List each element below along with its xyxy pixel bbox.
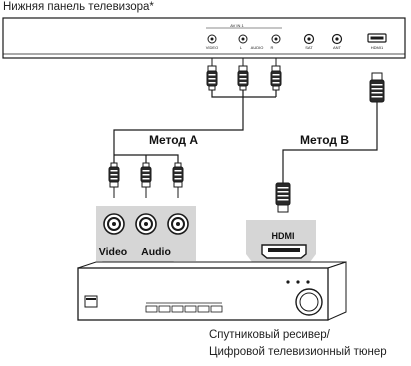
receiver-audio-l-jack[interactable] bbox=[135, 213, 157, 235]
receiver-caption-line1: Спутниковый ресивер/ bbox=[209, 329, 330, 341]
tv-audio-l-jack[interactable]: L bbox=[238, 34, 248, 50]
receiver-hdmi-plug bbox=[275, 182, 291, 213]
tv-audio-r-jack[interactable]: R bbox=[271, 34, 281, 50]
tv-rca-plugs bbox=[206, 58, 282, 91]
av-in-label: AV IN 1 bbox=[230, 23, 244, 28]
tv-audio-r-label: R bbox=[271, 45, 274, 50]
tv-av-in-group: AV IN 1 VIDEO L AUDIO R bbox=[206, 23, 282, 50]
method-b-label: Метод В bbox=[300, 133, 349, 147]
receiver-rca-plug-audio-r bbox=[172, 162, 184, 198]
receiver-rca-plug-video bbox=[108, 162, 120, 198]
receiver-hdmi-label: HDMI bbox=[272, 231, 295, 241]
receiver-video-jack[interactable] bbox=[103, 213, 125, 235]
receiver-hdmi-port[interactable] bbox=[261, 244, 307, 259]
receiver-knob[interactable] bbox=[295, 288, 323, 316]
tv-sat-jack[interactable]: SAT bbox=[303, 33, 315, 51]
receiver-video-label: Video bbox=[99, 246, 127, 258]
tv-panel-title: Нижняя панель телевизора* bbox=[3, 1, 154, 13]
receiver-audio-r-jack[interactable] bbox=[167, 213, 189, 235]
receiver-rca-plug-audio-l bbox=[140, 162, 152, 198]
receiver-device bbox=[77, 261, 347, 321]
receiver-audio-label: Audio bbox=[141, 246, 171, 258]
tv-hdmi-port[interactable]: HDMI1 bbox=[367, 33, 387, 50]
method-a-label: Метод А bbox=[149, 133, 198, 147]
tv-hdmi-plug bbox=[369, 72, 385, 103]
tv-rca-plug-audio-l bbox=[237, 58, 249, 91]
tv-audio-label: AUDIO bbox=[251, 45, 264, 50]
tv-sat-label: SAT bbox=[305, 45, 313, 50]
tv-video-jack[interactable]: VIDEO bbox=[206, 34, 218, 50]
method-b-cable bbox=[282, 102, 378, 183]
receiver-display bbox=[145, 302, 223, 313]
tv-video-label: VIDEO bbox=[206, 45, 218, 50]
tv-rca-plug-audio-r bbox=[270, 58, 282, 91]
tv-ant-label: ANT bbox=[333, 45, 342, 50]
tv-rca-plug-video bbox=[206, 58, 218, 91]
receiver-hdmi-plate: HDMI bbox=[246, 220, 316, 262]
tv-panel bbox=[2, 17, 406, 59]
tv-audio-l-label: L bbox=[240, 45, 243, 50]
method-a-cable bbox=[113, 90, 277, 163]
receiver-rca-plate: Video Audio bbox=[96, 206, 196, 267]
receiver-rca-plugs bbox=[108, 162, 184, 198]
receiver-caption-line2: Цифровой телевизионный тюнер bbox=[209, 346, 387, 358]
tv-ant-jack[interactable]: ANT bbox=[331, 33, 343, 51]
receiver-caption: Спутниковый ресивер/ Цифровой телевизион… bbox=[209, 327, 387, 361]
tv-hdmi-label: HDMI1 bbox=[371, 45, 384, 50]
